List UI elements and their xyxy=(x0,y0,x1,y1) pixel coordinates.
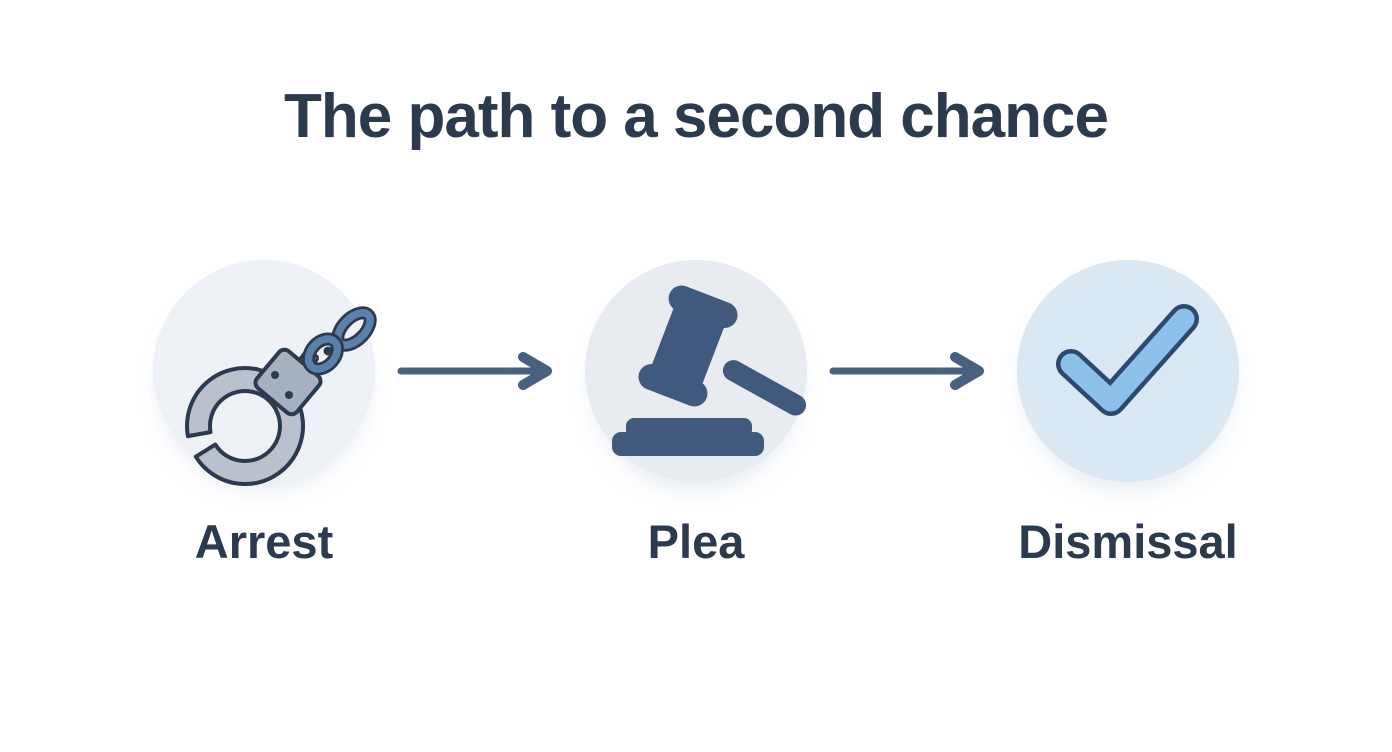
step-label-plea: Plea xyxy=(647,515,745,568)
step-circle-dismissal xyxy=(1017,260,1239,482)
step-label-dismissal: Dismissal xyxy=(1018,515,1238,568)
page-title: The path to a second chance xyxy=(284,82,1109,151)
step-arrest: Arrest xyxy=(153,260,377,568)
step-dismissal: Dismissal xyxy=(1017,260,1239,565)
connector-2 xyxy=(807,349,1017,393)
gavel-icon xyxy=(612,285,807,456)
connector-1 xyxy=(375,349,585,393)
handcuffs-icon xyxy=(185,306,377,486)
step-label-arrest: Arrest xyxy=(194,515,334,568)
flow-diagram: Arrest xyxy=(153,260,1239,565)
arrow-right-icon xyxy=(829,352,984,390)
step-circle-plea xyxy=(585,260,807,482)
step-circle-arrest xyxy=(153,260,377,486)
checkmark-icon xyxy=(1056,304,1199,416)
step-plea: Plea xyxy=(585,260,807,565)
arrow-right-icon xyxy=(397,352,552,390)
